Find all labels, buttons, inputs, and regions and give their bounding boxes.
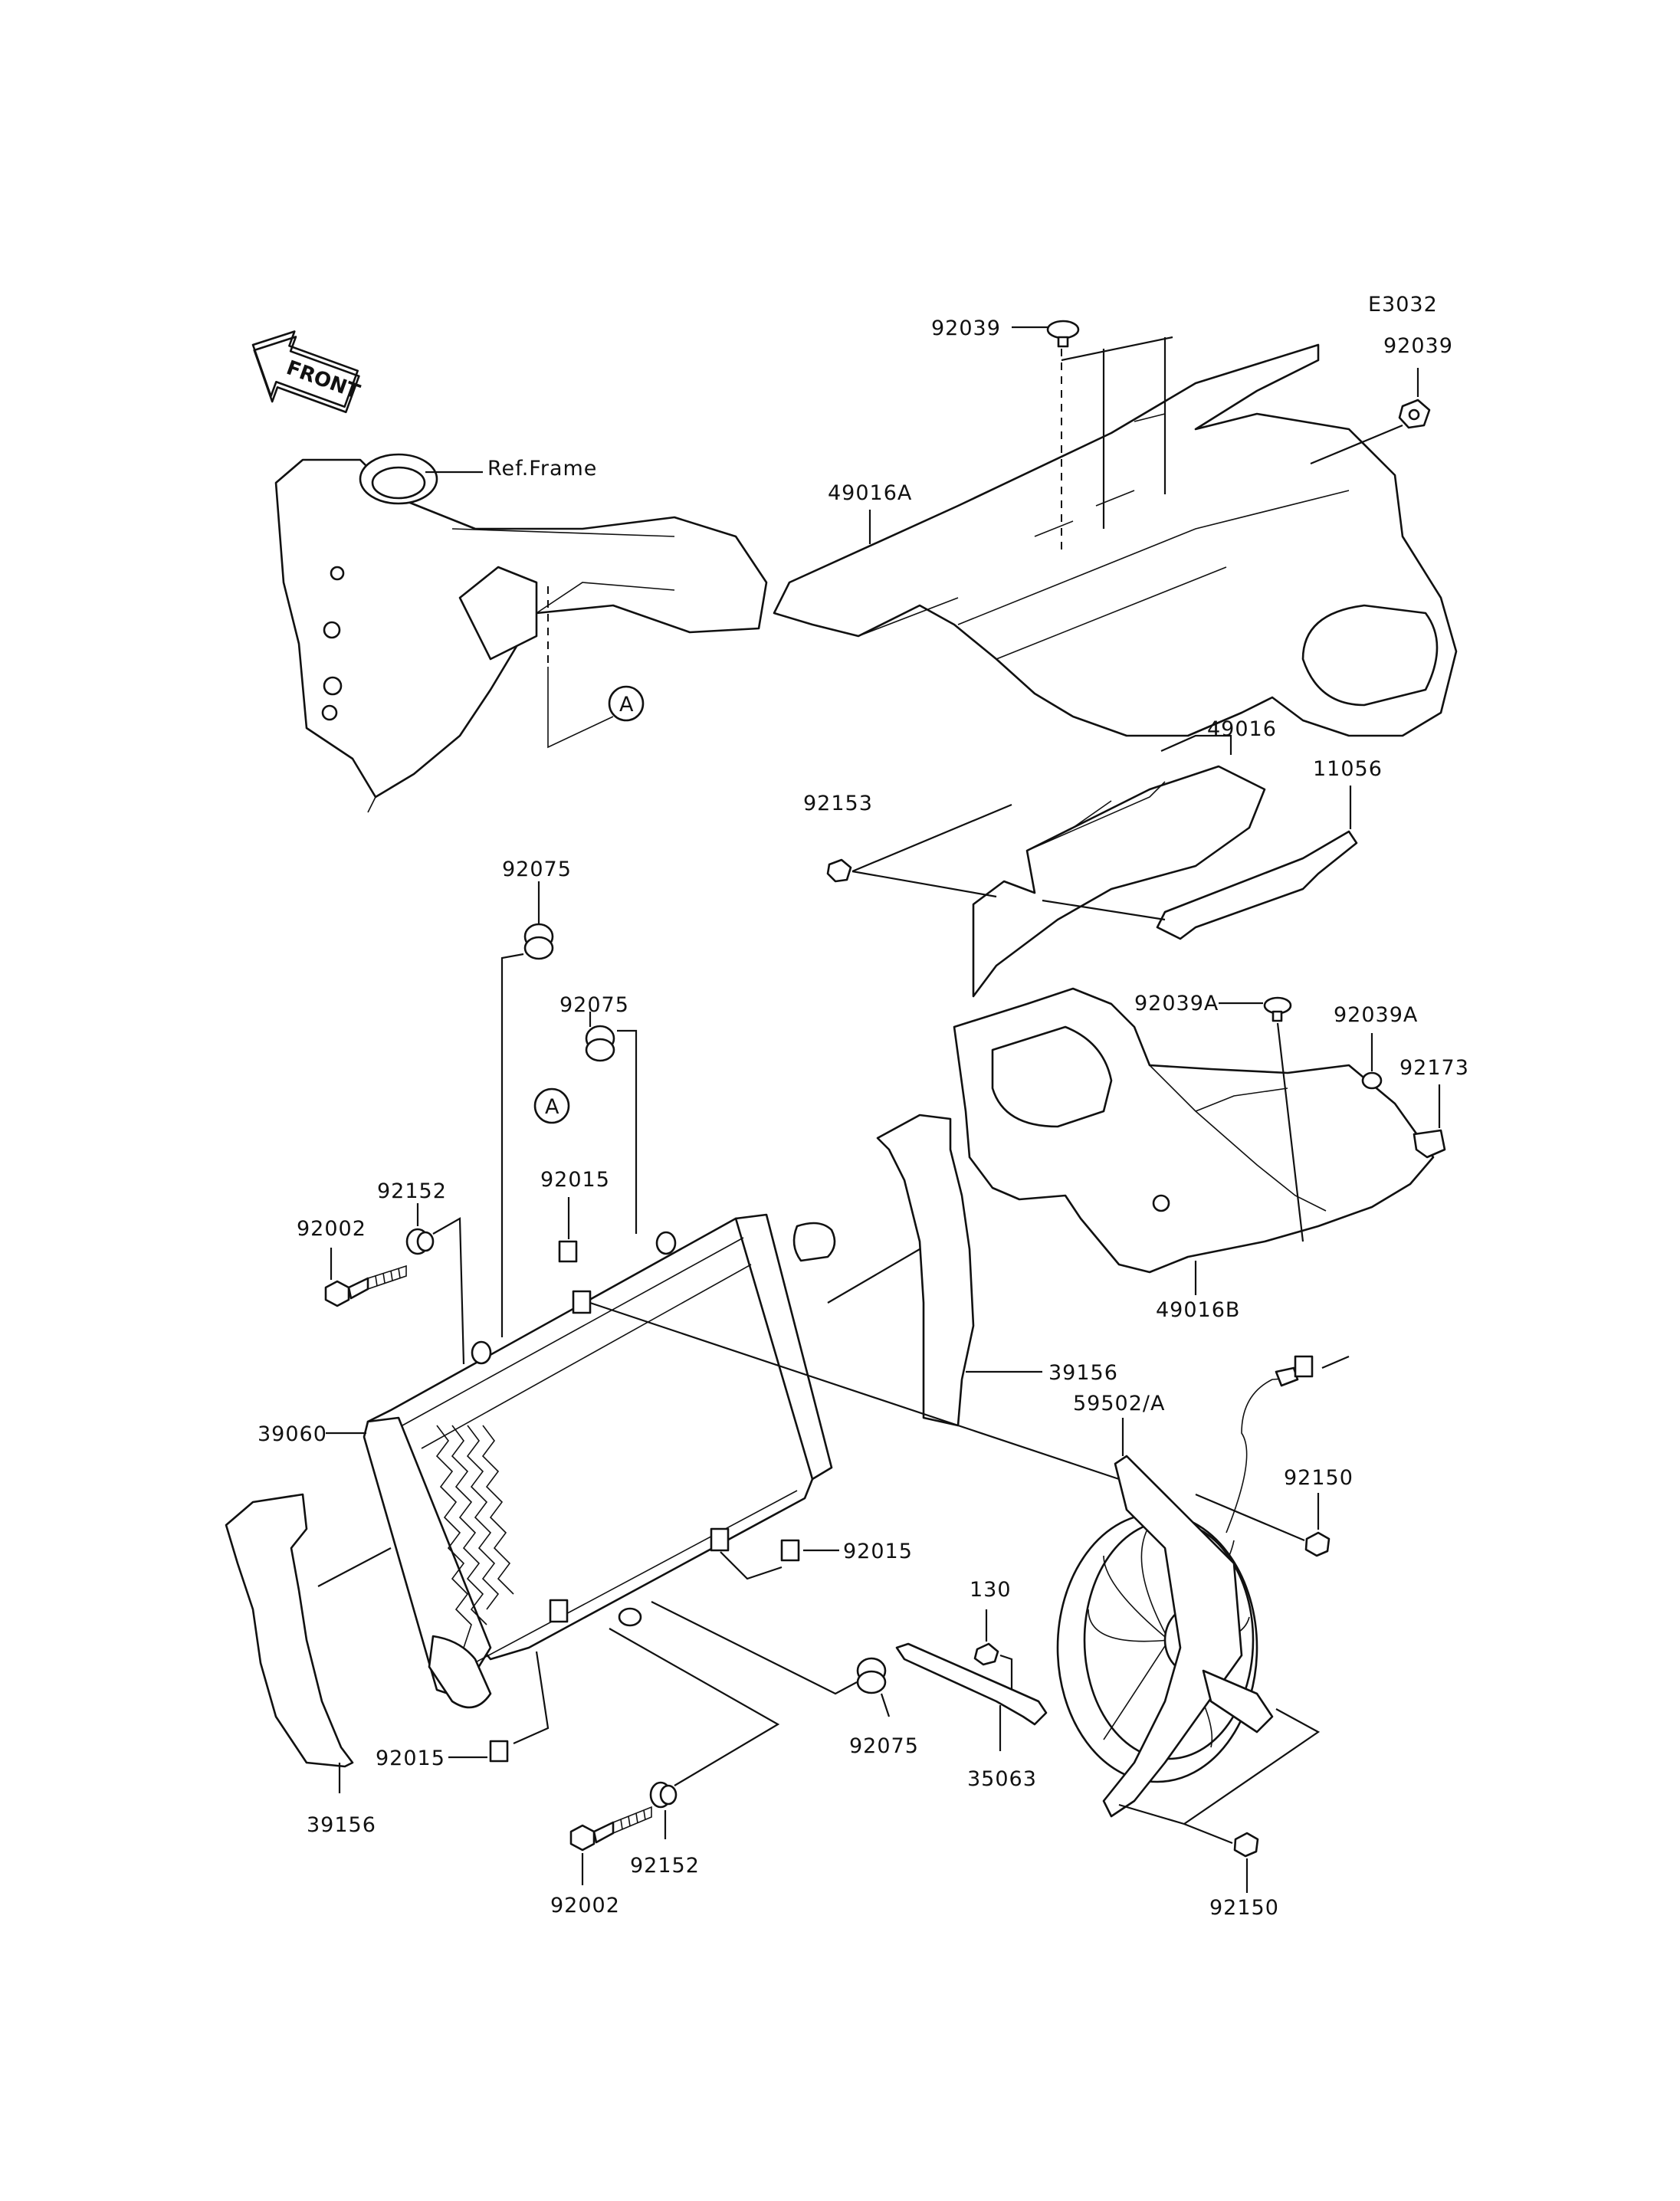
clip-92015-top xyxy=(558,1240,578,1263)
bolt-92002-bottom xyxy=(569,1806,652,1852)
label-92002-bottom: 92002 xyxy=(550,1894,620,1917)
leader-130-b xyxy=(999,1654,1013,1694)
leader-92075-bottom-b xyxy=(880,1693,891,1717)
bolt-92002-top xyxy=(324,1265,407,1307)
clip-92015-bottom xyxy=(489,1740,509,1763)
grommet-92075-top xyxy=(523,923,554,960)
label-92039A-right: 92039A xyxy=(1334,1003,1418,1027)
marker-a-radiator xyxy=(533,1087,570,1124)
label-49016: 49016 xyxy=(1207,717,1277,741)
label-92153: 92153 xyxy=(803,792,873,815)
fastener-92039A-right xyxy=(1361,1071,1383,1090)
label-92075-bottom: 92075 xyxy=(849,1734,919,1758)
fastener-92039A-left xyxy=(1263,996,1292,1022)
grommet-92075-bottom xyxy=(856,1657,887,1694)
label-59502A: 59502/A xyxy=(1073,1392,1165,1415)
label-39060: 39060 xyxy=(258,1422,327,1446)
front-arrow-icon: FRONT xyxy=(251,330,363,414)
fastener-92039-top xyxy=(1046,320,1080,348)
label-49016A: 49016A xyxy=(828,481,912,505)
shroud-39156-right xyxy=(876,1114,975,1427)
leader-92150-bottom-b xyxy=(1118,1708,1321,1845)
fan-59502A xyxy=(1056,1355,1314,1818)
leader-92150-top-b xyxy=(1195,1493,1305,1542)
leader-92039-bracket xyxy=(1061,336,1173,529)
leader-92075-mid-b xyxy=(617,1029,638,1234)
label-92039-top: 92039 xyxy=(931,317,1001,340)
label-92173: 92173 xyxy=(1399,1056,1469,1080)
label-92075-mid: 92075 xyxy=(559,993,629,1017)
collar-92152-top xyxy=(405,1228,435,1255)
leader-11056 xyxy=(1042,786,1352,921)
leader-92152-top-b xyxy=(432,1217,465,1365)
leader-fan-connector xyxy=(1321,1355,1350,1369)
frame-drawing xyxy=(274,453,768,813)
label-92015-right: 92015 xyxy=(843,1540,913,1563)
label-92075-top: 92075 xyxy=(502,858,572,881)
collar-92152-bottom xyxy=(649,1781,678,1809)
radiator-39060 xyxy=(363,1213,836,1709)
radiator-fins xyxy=(435,1425,514,1648)
bracket-11056 xyxy=(1156,830,1358,940)
marker-a-frame-text: A xyxy=(619,693,634,717)
ref-frame-label: Ref.Frame xyxy=(487,457,597,481)
stay-35063 xyxy=(895,1642,1048,1726)
nut-92150-top xyxy=(1304,1531,1331,1557)
leader-92075-top-b xyxy=(500,953,524,1337)
label-130: 130 xyxy=(970,1578,1012,1602)
cover-49016B xyxy=(953,987,1435,1274)
label-39156-left: 39156 xyxy=(307,1813,376,1837)
leader-39060-b xyxy=(317,1547,392,1587)
clip-92015-right xyxy=(780,1539,800,1562)
label-11056: 11056 xyxy=(1313,757,1383,781)
leader-92153 xyxy=(851,803,1012,898)
label-92015-bottom: 92015 xyxy=(376,1747,445,1770)
leader-bottom-bracket xyxy=(609,1628,780,1786)
leader-92075-bottom xyxy=(651,1601,858,1695)
leader-49016 xyxy=(1160,734,1232,755)
leader-92015-bottom-b xyxy=(513,1651,550,1745)
marker-a-frame xyxy=(608,685,645,722)
marker-a-radiator-text: A xyxy=(545,1095,559,1119)
leader-92039-right-b xyxy=(1310,424,1403,465)
shroud-39156-left xyxy=(225,1493,354,1768)
label-35063: 35063 xyxy=(967,1767,1037,1791)
label-92039A-left: 92039A xyxy=(1134,992,1219,1015)
nut-92150-bottom xyxy=(1233,1832,1259,1858)
leader-92039A-left-b xyxy=(1276,1022,1304,1242)
label-92152-top: 92152 xyxy=(377,1179,447,1203)
cover-49016A xyxy=(773,343,1458,737)
diagram-code: E3032 xyxy=(1368,293,1438,317)
leader-39156-right-b xyxy=(827,1248,920,1304)
leader-radiator-fan xyxy=(589,1301,1120,1481)
label-92039-right: 92039 xyxy=(1383,334,1453,358)
leader-92015-right-b xyxy=(720,1551,783,1580)
grommet-92075-mid xyxy=(585,1025,615,1062)
clip-92173 xyxy=(1413,1129,1446,1159)
label-92015-top: 92015 xyxy=(540,1168,610,1192)
label-49016B: 49016B xyxy=(1156,1298,1240,1322)
label-92150-bottom: 92150 xyxy=(1209,1896,1279,1920)
label-92002-top: 92002 xyxy=(297,1217,366,1241)
label-92150-top: 92150 xyxy=(1284,1466,1354,1490)
plate-49016 xyxy=(972,765,1266,998)
label-39156-right: 39156 xyxy=(1048,1361,1118,1385)
label-92152-bottom: 92152 xyxy=(630,1854,700,1878)
bolt-130 xyxy=(973,1642,999,1666)
screw-92153 xyxy=(826,858,852,883)
fastener-92039-right xyxy=(1398,399,1431,429)
